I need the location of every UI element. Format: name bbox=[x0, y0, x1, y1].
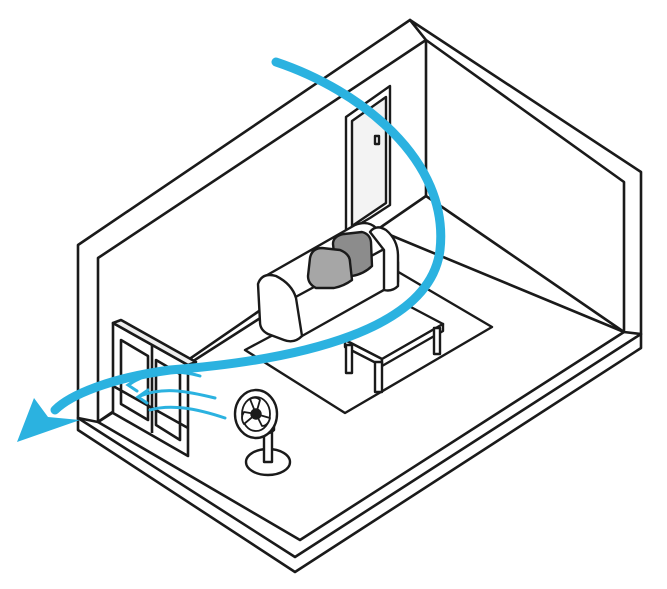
window-frame-side bbox=[111, 318, 198, 367]
table-leg-left bbox=[344, 343, 354, 375]
breeze-line-2 bbox=[138, 389, 217, 400]
fan-hub bbox=[250, 408, 262, 420]
table-leg-front bbox=[373, 360, 384, 394]
door-handle bbox=[373, 134, 381, 146]
fan bbox=[233, 388, 292, 477]
sofa-left-arm bbox=[256, 273, 304, 343]
door-panel bbox=[350, 95, 388, 228]
floor-seam bbox=[97, 194, 625, 424]
fan-blade-1 bbox=[249, 396, 261, 415]
airflow-arrowhead bbox=[17, 398, 80, 442]
breeze-line-3 bbox=[148, 405, 227, 420]
airflow-arrow bbox=[17, 57, 446, 442]
breeze-arrowhead-2 bbox=[135, 388, 150, 405]
sofa bbox=[256, 221, 400, 343]
table-leg-right bbox=[432, 326, 442, 356]
floor-slab bbox=[76, 332, 643, 574]
sofa-right-arm bbox=[368, 226, 400, 292]
coffee-table bbox=[343, 303, 445, 394]
window-transom bbox=[112, 384, 189, 430]
sofa-cushion-front bbox=[306, 246, 354, 290]
airflow-path bbox=[50, 57, 446, 415]
